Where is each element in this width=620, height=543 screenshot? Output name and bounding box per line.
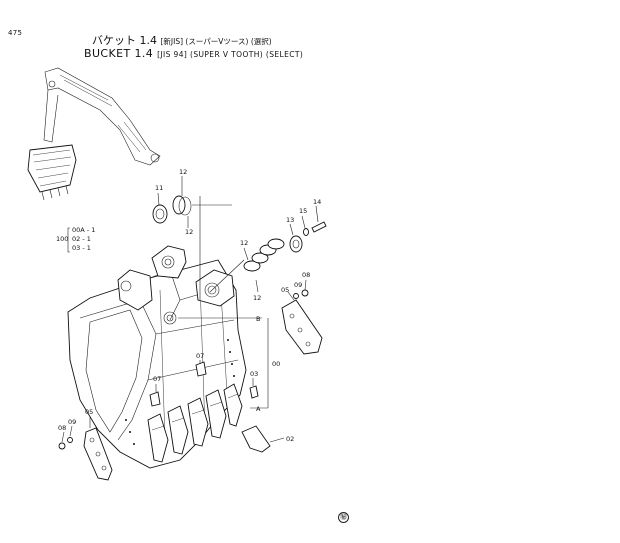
loose-teeth — [149, 361, 271, 453]
side-cutter-right — [281, 289, 323, 355]
title-en-main: BUCKET 1.4 — [84, 47, 154, 60]
callout-07: 07 — [196, 352, 204, 360]
variant-prefix: 100 — [56, 235, 68, 243]
callout-09: 09 — [68, 418, 76, 426]
title-jp-sub: [新JIS] (スーパーVツース) (選択) — [160, 37, 272, 46]
variant-row: 02 - 1 — [72, 235, 91, 243]
title-en-sub: [JIS 94] (SUPER V TOOTH) (SELECT) — [157, 50, 304, 59]
callout-03: 03 — [250, 370, 258, 378]
side-cutter-left — [58, 427, 113, 481]
callout-labels: 11 12 12 12 12 13 14 15 09 08 05 00 07 0… — [58, 168, 321, 443]
callout-02: 02 — [286, 435, 294, 443]
title-english: BUCKET 1.4 [JIS 94] (SUPER V TOOTH) (SEL… — [84, 47, 303, 60]
reference-a: A — [256, 405, 261, 413]
confidential-mark: ㊙ — [338, 512, 349, 523]
callout-08: 08 — [302, 271, 310, 279]
callout-12: 12 — [185, 228, 193, 236]
callout-11: 11 — [155, 184, 163, 192]
callout-12: 12 — [253, 294, 261, 302]
reference-b: B — [256, 315, 260, 323]
callout-09: 09 — [294, 281, 302, 289]
leader-lines — [61, 176, 319, 443]
variant-row: 00A - 1 — [72, 226, 95, 234]
callout-15: 15 — [299, 207, 307, 215]
title-japanese: バケット 1.4 [新JIS] (スーパーVツース) (選択) — [92, 32, 272, 48]
callout-05: 05 — [281, 286, 289, 294]
callout-05: 05 — [85, 408, 93, 416]
callout-12: 12 — [179, 168, 187, 176]
variant-table: 100 00A - 1 02 - 1 03 - 1 — [56, 226, 95, 253]
callout-13: 13 — [286, 216, 294, 224]
excavator-arm-thumbnail — [27, 67, 161, 201]
variant-row: 03 - 1 — [72, 244, 91, 252]
callout-14: 14 — [313, 198, 321, 206]
page-number: 475 — [8, 29, 23, 37]
title-jp-main: バケット 1.4 — [92, 34, 157, 47]
callout-07: 07 — [153, 375, 161, 383]
bucket-body — [67, 245, 247, 469]
pin-hardware-upper — [152, 195, 327, 300]
callout-08: 08 — [58, 424, 66, 432]
callout-12: 12 — [240, 239, 248, 247]
callout-00: 00 — [272, 360, 280, 368]
